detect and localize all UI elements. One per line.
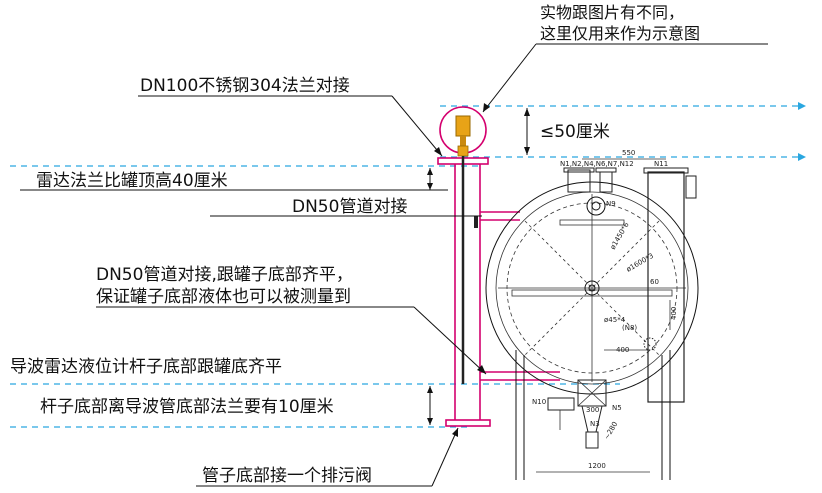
- radar-neck: [460, 136, 466, 146]
- nozzle-n8-label: (N8): [622, 324, 637, 332]
- rod-gap-label: 杆子底部离导波管底部法兰要有10厘米: [40, 397, 334, 417]
- dim-280-label: ~280: [603, 420, 620, 441]
- arrow-icon: [452, 428, 458, 437]
- note-line-2: 这里仅用来作为示意图: [540, 24, 700, 43]
- agitator-bar-top: [559, 219, 625, 226]
- arrow-icon: [483, 103, 490, 112]
- top-nozzle-flange: [563, 167, 595, 173]
- arrow-down-icon: [427, 183, 433, 190]
- agitator-bar: [511, 289, 673, 297]
- top-nozzle-flange: [595, 167, 617, 173]
- agitator-hub-inner: [588, 284, 596, 292]
- pipe-n11-flange: [643, 167, 689, 174]
- side-nozzle: [685, 175, 697, 199]
- note-line-1: 实物跟图片有不同，: [540, 3, 684, 22]
- bottom-flange: [445, 419, 491, 427]
- radar-level-gauge: [455, 115, 478, 384]
- drain-stub: [585, 431, 599, 449]
- nozzle-n3-label: N3: [590, 420, 600, 428]
- dimension-markers: [20, 108, 530, 425]
- annotation-labels: 实物跟图片有不同， 这里仅用来作为示意图 DN100不锈钢304法兰对接 ≤50…: [10, 3, 700, 486]
- agitator-hub: [584, 280, 600, 296]
- top-nozzle: [567, 169, 591, 193]
- dim-400-right-label: 400: [670, 307, 678, 320]
- diagonal-axis: [524, 220, 660, 356]
- drain-valve-label: 管子底部接一个排污阀: [202, 466, 372, 486]
- pipe-n11: [647, 171, 685, 403]
- valve-cross: [577, 379, 607, 407]
- dn50-bottom-leader: [413, 306, 487, 375]
- dim-550-label: 550: [622, 149, 635, 157]
- top-gap-label: ≤50厘米: [540, 122, 610, 142]
- arrow-icon: [434, 147, 442, 156]
- nozzle-n9-label: N9: [606, 200, 616, 208]
- dim-1200-label: 1200: [588, 462, 606, 470]
- arrow-right-icon: [798, 102, 806, 110]
- drain-leader: [431, 427, 459, 487]
- stub: [474, 216, 478, 228]
- tank-inner-ring: [495, 191, 689, 385]
- radar-flange-height-label: 雷达法兰比罐顶高40厘米: [36, 171, 228, 191]
- reference-lines: [10, 102, 806, 428]
- arrow-down-icon: [427, 418, 433, 425]
- dn50-connection-label: DN50管道对接: [292, 197, 407, 217]
- nozzle-n9: [586, 196, 606, 216]
- radar-body: [457, 145, 469, 157]
- dia-1600-label: ø1600*3: [625, 252, 655, 274]
- nozzle-n9-inner: [591, 201, 601, 211]
- manhole-n8: [643, 337, 657, 351]
- leader-lines: [96, 43, 768, 487]
- arrow-icon: [477, 365, 486, 374]
- nozzle-n11-label: N11: [654, 160, 668, 168]
- rod-bottom-level-label: 导波雷达液位计杆子底部跟罐底齐平: [10, 357, 282, 377]
- nozzle-n10: [547, 397, 575, 411]
- dim-400-bottom-label: 400: [616, 346, 629, 354]
- dim-60-label: 60: [650, 278, 659, 286]
- arrow-right-icon: [798, 153, 806, 161]
- guide-pipe: [437, 106, 560, 427]
- tank-drawing: 550 N1,N2,N4,N6,N7,N12 N11 N9 ø1450*6 ø1…: [485, 149, 699, 480]
- flange-connection-label: DN100不锈钢304法兰对接: [140, 76, 350, 96]
- arrow-down-icon: [524, 147, 530, 155]
- dia-45-label: ø45*4: [604, 316, 626, 324]
- dn50-bottom-label-line-1: DN50管道对接,跟罐子底部齐平，: [96, 265, 353, 285]
- arrow-up-icon: [524, 108, 530, 116]
- dim-300-label: 300: [586, 406, 599, 414]
- nozzle-n10-label: N10: [532, 398, 546, 406]
- diagonal-axis: [524, 220, 660, 356]
- nozzle-n5-label: N5: [612, 404, 622, 412]
- tank-shell: [485, 181, 699, 395]
- radar-head-icon: [455, 115, 471, 137]
- arrow-up-icon: [427, 386, 433, 393]
- nozzle-list-label: N1,N2,N4,N6,N7,N12: [560, 160, 634, 168]
- note-leader: [482, 43, 537, 113]
- dn50-bottom-label-line-2: 保证罐子底部液体也可以被测量到: [96, 287, 351, 307]
- flange-leader: [391, 95, 443, 157]
- arrow-up-icon: [427, 168, 433, 175]
